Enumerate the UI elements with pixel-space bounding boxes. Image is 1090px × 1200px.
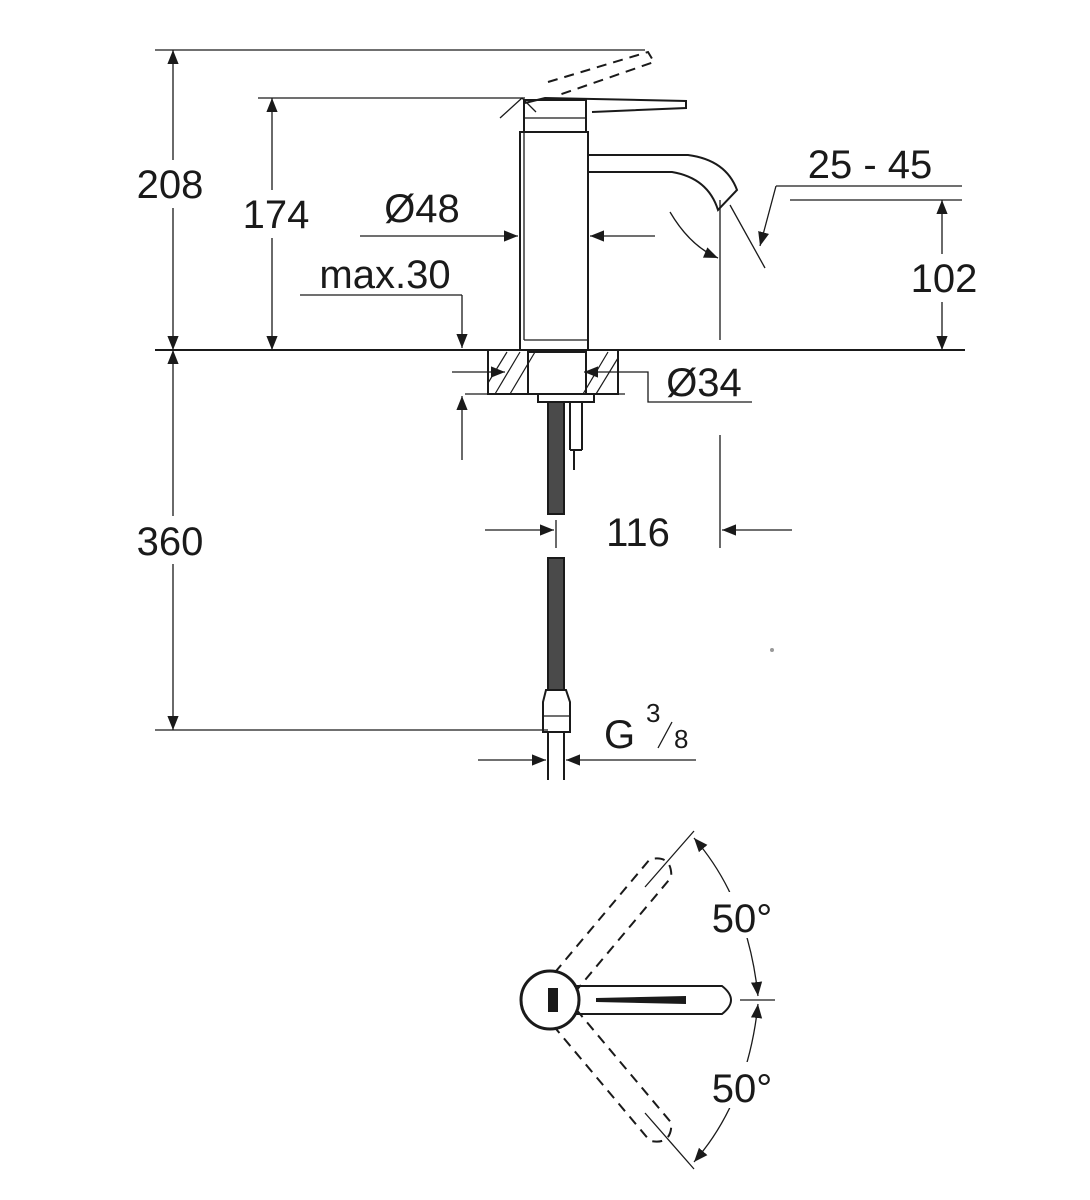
dim-174-label: 174	[243, 193, 310, 237]
dim-angle-label: 25 - 45	[808, 143, 933, 187]
plan-lever-lower-dashed	[553, 1008, 673, 1143]
dim-360-label: 360	[137, 520, 204, 564]
deck-section	[452, 349, 625, 403]
dim-208-label: 208	[137, 163, 204, 207]
dim-angle-arrow	[758, 185, 777, 247]
washer	[537, 393, 595, 403]
dim-thread-label: G 3 8	[604, 698, 688, 757]
plan-handle-marker	[548, 988, 558, 1012]
side-view: 208 174 Ø48 max.30 Ø34 360 116	[125, 49, 988, 780]
dim-102-label: 102	[911, 257, 978, 301]
dim-d34-label: Ø34	[666, 361, 742, 405]
threaded-stud	[569, 402, 583, 470]
lever	[499, 50, 687, 119]
plan-angle-lower-label: 50°	[712, 1067, 773, 1111]
hose-upper	[547, 401, 565, 515]
lever-tilt-outline	[499, 97, 537, 119]
lever-raised-dashed	[547, 50, 656, 97]
plan-view: 50° 50°	[519, 830, 786, 1170]
dim-116-label: 116	[606, 511, 670, 555]
cap	[523, 99, 587, 133]
hose-lower	[547, 557, 565, 691]
dim-max30-label: max.30	[319, 253, 450, 297]
plan-lever-upper-dashed	[553, 857, 673, 992]
plan-body-circle	[519, 969, 581, 1031]
supply-hose	[542, 401, 571, 780]
dim-d34-leader	[618, 371, 752, 403]
svg-text:3: 3	[646, 698, 660, 728]
spout-angle-arc	[669, 211, 719, 259]
spout-angle-line	[729, 204, 766, 269]
plan-angle-upper-label: 50°	[712, 897, 773, 941]
svg-text:G: G	[604, 713, 635, 757]
faucet-body	[519, 131, 589, 351]
dim-d48-label: Ø48	[384, 187, 460, 231]
mounting-nut	[527, 351, 587, 395]
spout	[588, 154, 739, 212]
svg-text:8: 8	[674, 724, 688, 754]
hose-fitting	[542, 689, 571, 733]
